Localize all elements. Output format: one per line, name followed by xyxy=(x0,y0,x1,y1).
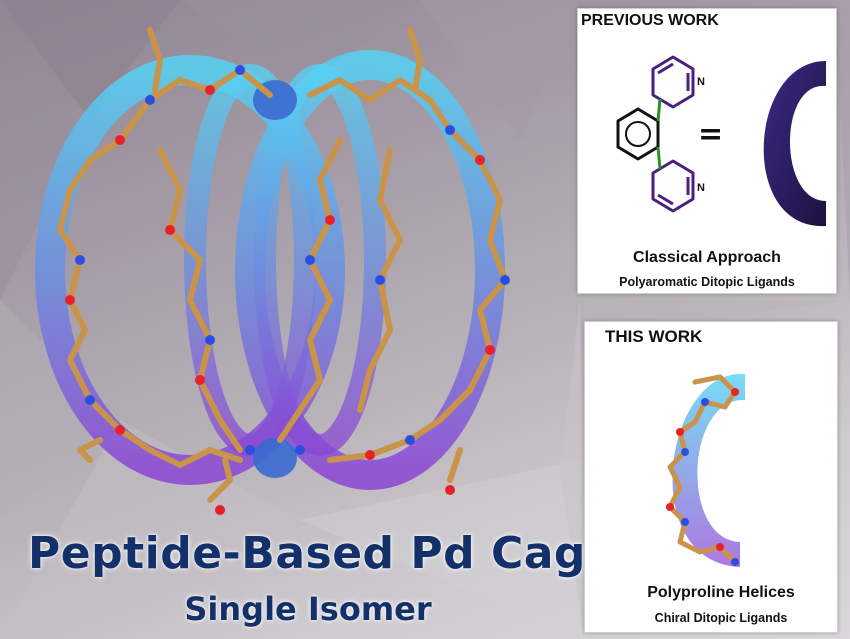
previous-approach-subtitle: Polyaromatic Ditopic Ligands xyxy=(619,275,795,289)
pd-center-bottom xyxy=(253,438,297,478)
this-work-heading: THIS WORK xyxy=(605,327,703,346)
main-title: Peptide-Based Pd Cage xyxy=(28,528,617,579)
previous-work-panel: PREVIOUS WORK N N = Classica xyxy=(577,8,837,294)
bipyridyl-ligand-structure: N N xyxy=(616,55,705,213)
nitrogen-label-bottom: N xyxy=(697,182,705,194)
pd-cage-illustration xyxy=(35,27,510,515)
helix-ring-right xyxy=(235,50,505,490)
polyproline-helix-structure xyxy=(666,373,745,567)
helix-ring-left xyxy=(35,55,345,485)
equals-sign: = xyxy=(698,117,724,152)
previous-approach-title: Classical Approach xyxy=(633,249,781,266)
helix-ring-back-right xyxy=(254,64,386,456)
nitrogen-atoms xyxy=(75,65,510,455)
this-work-panel: THIS WORK Polyproline Helices Chiral Dit… xyxy=(584,321,838,633)
this-approach-subtitle: Chiral Ditopic Ligands xyxy=(654,611,788,625)
previous-work-heading: PREVIOUS WORK xyxy=(581,12,719,29)
this-approach-title: Polyproline Helices xyxy=(647,584,795,601)
main-subtitle: Single Isomer xyxy=(184,590,432,628)
oxygen-atoms xyxy=(65,85,495,515)
crescent-shape xyxy=(763,61,826,227)
nitrogen-label-top: N xyxy=(697,76,705,88)
